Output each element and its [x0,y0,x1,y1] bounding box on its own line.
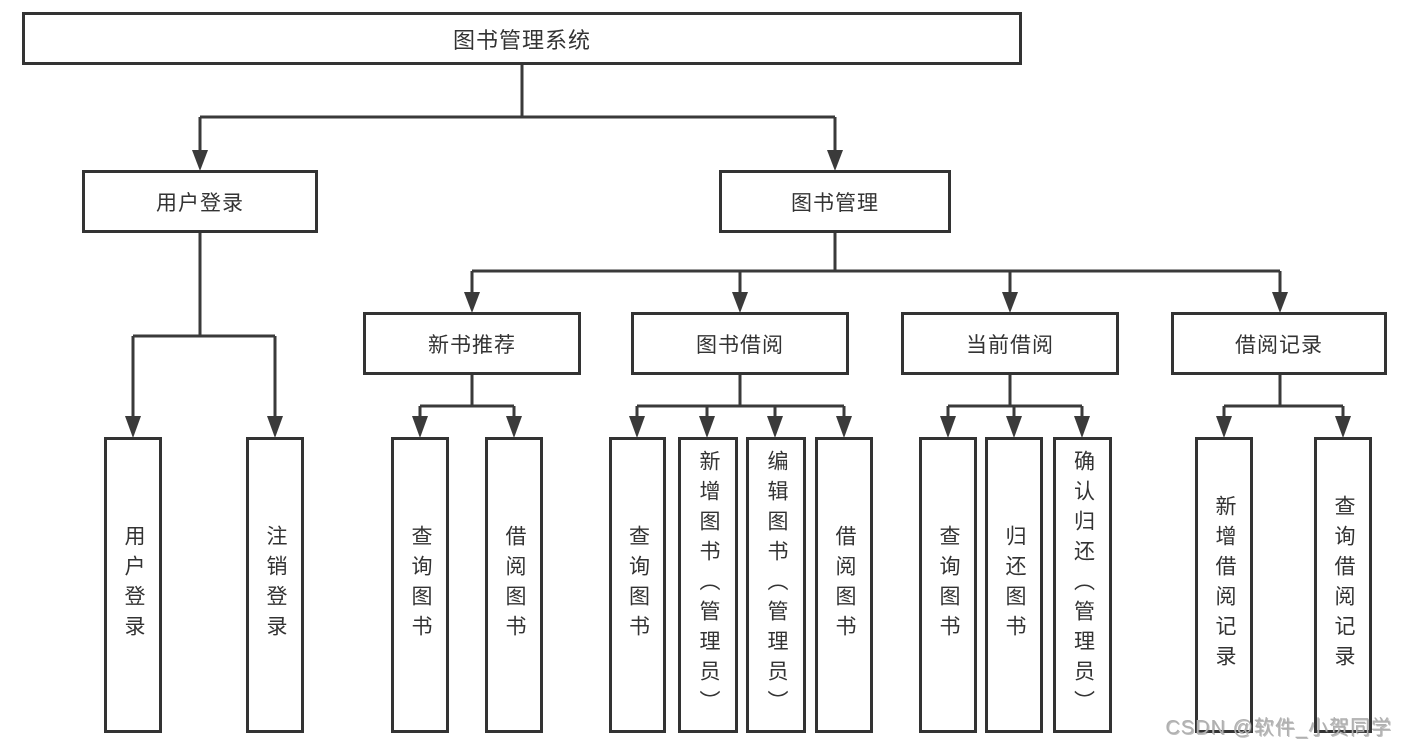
node-book-borrow: 图书借阅 [631,312,849,375]
leaf-edit-books-admin-label: 编辑图书（管理员） [765,450,789,720]
connector-current-to-leaves [940,375,1090,438]
leaf-query-books-borrow-label: 查询图书 [626,525,650,645]
leaf-add-books-admin-label: 新增图书（管理员） [697,450,721,720]
connector-recommend-to-leaves [412,375,522,438]
connector-bookmgmt-to-level3 [464,233,1288,313]
leaf-query-books-current: 查询图书 [919,437,977,733]
connector-userlogin-to-leaves [125,233,283,438]
leaf-add-borrow-record: 新增借阅记录 [1195,437,1253,733]
watermark: CSDN @软件_小贺同学 [1165,717,1392,739]
leaf-edit-books-admin: 编辑图书（管理员） [746,437,806,733]
leaf-query-borrow-record-label: 查询借阅记录 [1332,495,1356,675]
leaf-add-books-admin: 新增图书（管理员） [678,437,738,733]
node-book-management: 图书管理 [719,170,951,233]
leaf-user-login: 用户登录 [104,437,162,733]
leaf-add-borrow-record-label: 新增借阅记录 [1213,495,1237,675]
leaf-borrow-books-recommend-label: 借阅图书 [503,525,527,645]
leaf-query-books-recommend: 查询图书 [391,437,449,733]
leaf-logout: 注销登录 [246,437,304,733]
leaf-borrow-books: 借阅图书 [815,437,873,733]
leaf-query-books-recommend-label: 查询图书 [409,525,433,645]
connector-borrow-to-leaves [629,375,852,438]
connector-records-to-leaves [1216,375,1351,438]
node-new-book-recommend: 新书推荐 [363,312,581,375]
node-borrow-records: 借阅记录 [1171,312,1387,375]
node-user-login: 用户登录 [82,170,318,233]
leaf-return-books: 归还图书 [985,437,1043,733]
leaf-query-books-current-label: 查询图书 [937,525,961,645]
leaf-confirm-return-admin: 确认归还（管理员） [1053,437,1112,733]
node-root: 图书管理系统 [22,12,1022,65]
leaf-return-books-label: 归还图书 [1003,525,1027,645]
connector-root-to-level2 [192,65,843,171]
leaf-logout-label: 注销登录 [264,525,288,645]
leaf-query-borrow-record: 查询借阅记录 [1314,437,1372,733]
leaf-confirm-return-admin-label: 确认归还（管理员） [1071,450,1095,720]
leaf-query-books-borrow: 查询图书 [609,437,666,733]
node-current-borrow: 当前借阅 [901,312,1119,375]
leaf-borrow-books-recommend: 借阅图书 [485,437,543,733]
leaf-user-login-label: 用户登录 [122,525,146,645]
leaf-borrow-books-label: 借阅图书 [833,525,857,645]
